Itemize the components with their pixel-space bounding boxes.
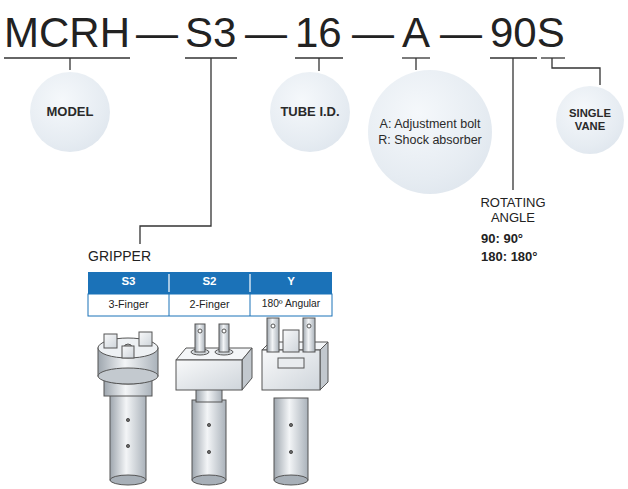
angular-gripper-part xyxy=(274,475,308,485)
tube-code: 16 xyxy=(295,12,342,54)
two-finger-gripper-part xyxy=(242,348,252,390)
table-cell: 2-Finger xyxy=(169,298,250,310)
angular-gripper-part xyxy=(271,324,275,328)
two-finger-gripper-part xyxy=(207,423,210,426)
table-cell: 3-Finger xyxy=(88,298,169,310)
two-finger-gripper-part xyxy=(176,360,242,390)
leader-lines-part xyxy=(140,58,211,244)
code-circle: A: Adjustment bolt R: Shock absorber xyxy=(368,70,492,194)
two-finger-gripper-part xyxy=(222,329,226,333)
two-finger-gripper-part xyxy=(176,348,252,360)
leader-lines xyxy=(4,58,600,244)
code-meaning: A: Adjustment bolt xyxy=(380,117,481,131)
code-dash: — xyxy=(245,12,287,54)
gripper-table xyxy=(88,272,332,316)
three-finger-gripper-part xyxy=(122,346,134,358)
code-circle: MODEL xyxy=(30,72,110,152)
leader-lines-part xyxy=(552,58,600,85)
table-cell: 180º Angular xyxy=(250,298,332,310)
table-header: S3 xyxy=(88,275,169,288)
angle-option: 90: 90° xyxy=(481,232,523,247)
code-meaning: TUBE I.D. xyxy=(280,105,339,120)
angular-gripper-part xyxy=(278,358,304,368)
leader-lines-part xyxy=(4,57,130,58)
gripper-table-part xyxy=(169,294,250,316)
angular-gripper-part xyxy=(307,324,311,328)
angular-gripper-part xyxy=(320,342,328,390)
three-finger-gripper-part xyxy=(110,475,146,485)
gripper-table-part xyxy=(88,272,332,294)
two-finger-gripper-part xyxy=(192,400,226,480)
angular-gripper-part xyxy=(289,423,292,426)
leader-lines-part xyxy=(512,58,513,190)
code-circle: TUBE I.D. xyxy=(270,72,350,152)
table-header: S2 xyxy=(169,275,250,288)
three-finger-gripper-part xyxy=(126,444,129,447)
three-finger-gripper-part xyxy=(98,368,158,384)
leader-lines-part xyxy=(415,58,416,70)
angle-heading: ROTATING ANGLE xyxy=(473,196,553,226)
two-finger-gripper-part xyxy=(195,324,205,352)
code-dash: — xyxy=(136,12,178,54)
gripper-table-part xyxy=(169,274,250,292)
code-meaning: SINGLE VANE xyxy=(561,107,619,133)
two-finger-gripper-part xyxy=(198,329,202,333)
leader-lines-part xyxy=(69,58,70,70)
code-dash: — xyxy=(440,12,482,54)
three-finger-gripper-part xyxy=(126,418,129,421)
gripper-table-part xyxy=(88,294,332,316)
code-dash: — xyxy=(352,12,394,54)
cushion-code: A xyxy=(402,12,430,54)
leader-lines-part xyxy=(318,58,319,71)
table-header: Y xyxy=(250,275,332,288)
three-finger-gripper-part xyxy=(104,334,117,348)
leader-lines-part xyxy=(541,57,565,58)
two-finger-gripper-part xyxy=(207,450,210,453)
angular-gripper xyxy=(262,318,328,485)
two-finger-gripper-part xyxy=(219,324,229,352)
three-finger-gripper-part xyxy=(139,332,152,346)
code-meaning: R: Shock absorber xyxy=(378,133,482,147)
angle-option: 180: 180° xyxy=(481,250,538,265)
angular-gripper-part xyxy=(274,398,308,480)
angular-gripper-part xyxy=(303,318,315,352)
three-finger-gripper-part xyxy=(110,395,146,480)
gripper-code: S3 xyxy=(185,12,236,54)
three-finger-gripper xyxy=(98,332,158,485)
angular-gripper-part xyxy=(267,318,279,352)
code-circle: SINGLE VANE xyxy=(556,86,624,154)
angular-gripper-part xyxy=(283,330,299,352)
angular-gripper-part xyxy=(289,450,292,453)
angular-gripper-part xyxy=(262,350,320,390)
code-meaning: MODEL xyxy=(47,105,94,120)
angle-vane-code: 90S xyxy=(490,12,565,54)
model-code: MCRH xyxy=(4,12,130,54)
two-finger-gripper-part xyxy=(192,475,226,485)
two-finger-gripper xyxy=(176,324,252,485)
gripper-heading: GRIPPER xyxy=(88,248,151,264)
